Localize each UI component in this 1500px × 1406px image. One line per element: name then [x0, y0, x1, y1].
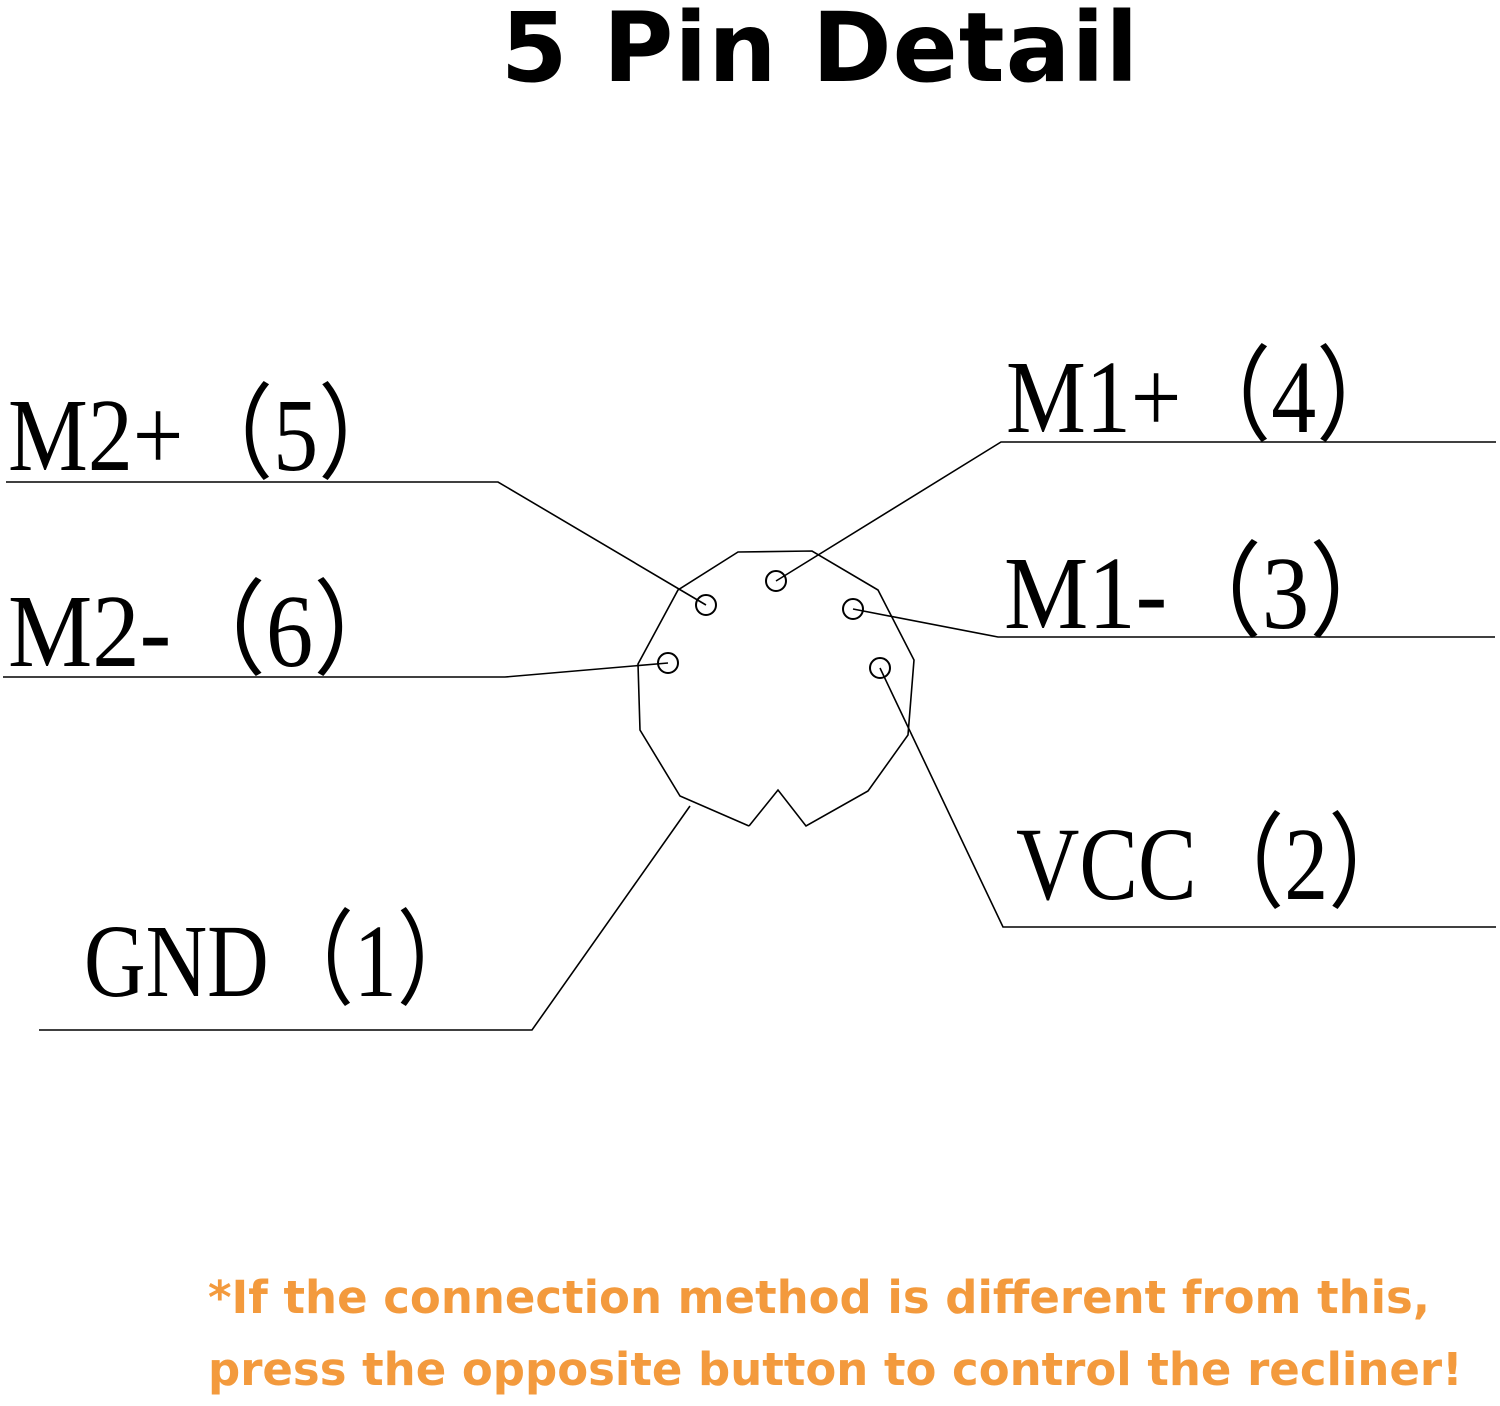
pin-label-m2-minus: M2-（6）: [8, 574, 408, 689]
warning-note-line-2: press the opposite button to control the…: [208, 1343, 1463, 1396]
leader-line-vcc: [879, 667, 1496, 928]
leader-line-m1-minus: [852, 608, 1495, 638]
leader-line-m2-plus: [6, 481, 707, 606]
pin-label-m1-minus: M1-（3）: [1004, 536, 1404, 651]
warning-note-line-1: *If the connection method is different f…: [208, 1271, 1430, 1324]
leader-line-m1-plus: [775, 441, 1496, 582]
leader-line-gnd: [39, 805, 691, 1031]
leader-line-m2-minus: [3, 662, 669, 678]
pin-label-gnd: GND（1）: [84, 904, 482, 1019]
page-title: 5 Pin Detail: [500, 0, 1140, 104]
connector-outline: [637, 550, 915, 828]
pin-label-vcc: VCC（2）: [1016, 807, 1416, 922]
pin-label-m2-plus: M2+（5）: [8, 378, 408, 493]
warning-note: *If the connection method is different f…: [208, 1262, 1498, 1406]
pin-label-m1-plus: M1+（4）: [1006, 340, 1406, 455]
